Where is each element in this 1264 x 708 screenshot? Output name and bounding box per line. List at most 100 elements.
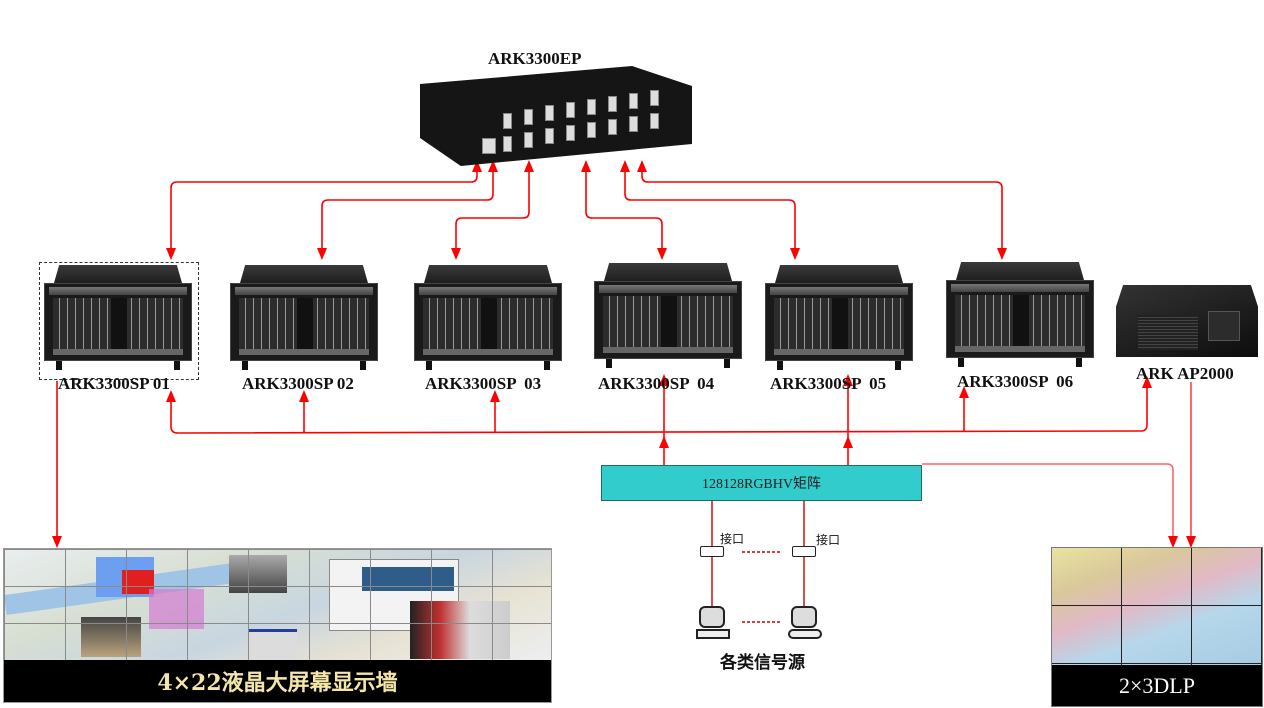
rail [53, 349, 183, 355]
chassis-front [946, 280, 1094, 358]
computer-icon[interactable] [788, 606, 822, 640]
foot [958, 358, 964, 367]
arrowhead [52, 536, 62, 548]
foot [544, 361, 550, 370]
bezel-grid [1052, 548, 1262, 665]
rail [239, 349, 369, 355]
bezel-grid [4, 549, 551, 660]
interface-label: 接口 [720, 532, 745, 546]
dlp-wall[interactable]: 2×3DLP [1051, 547, 1263, 707]
arrowhead [317, 248, 327, 260]
port [629, 93, 638, 109]
port [524, 132, 533, 148]
arrowhead [790, 248, 800, 260]
chassis-front [230, 283, 378, 361]
arrowhead [657, 248, 667, 260]
port [545, 105, 554, 121]
foot [56, 361, 62, 370]
port [566, 125, 575, 141]
brand-strip [770, 287, 908, 295]
arrowhead [659, 436, 669, 448]
front-panel [1208, 311, 1240, 341]
sub-processor-sp04[interactable] [594, 263, 742, 368]
sub-processor-sp02[interactable] [230, 265, 378, 370]
rail [603, 347, 733, 353]
brand-strip [599, 285, 737, 293]
sub-processor-sp05[interactable] [765, 265, 913, 370]
foot [426, 361, 432, 370]
signal-sources-label: 各类信号源 [720, 653, 805, 673]
port [629, 116, 638, 132]
rail [955, 346, 1085, 352]
port [608, 119, 617, 135]
rgbhv-matrix[interactable]: 128128RGBHV矩阵 [601, 465, 922, 501]
lcd-video-wall[interactable]: 4×22液晶大屏幕显示墙 [3, 548, 552, 703]
arrowhead [451, 248, 461, 260]
chassis-front [594, 281, 742, 359]
sub-processor-sp06[interactable] [946, 262, 1094, 367]
sub-processor-label: ARK3300SP 04 [598, 374, 715, 393]
core-processor-ark3300ep[interactable] [420, 66, 692, 166]
chassis-front [765, 283, 913, 361]
sub-processor-label: ARK3300SP 06 [957, 372, 1074, 391]
foot [724, 359, 730, 368]
wire-ep-sp03 [455, 168, 530, 252]
monitor [791, 606, 817, 628]
controller-ark-ap2000[interactable] [1116, 285, 1258, 357]
port [587, 122, 596, 138]
brand-strip [951, 284, 1089, 292]
arrowhead [166, 248, 176, 260]
wire-ep-sp05 [624, 168, 796, 252]
control-card [481, 298, 497, 352]
sub-processor-label: ARK3300SP 03 [425, 374, 542, 393]
sub-processor-label: ARK3300SP 01 [58, 374, 170, 393]
foot [895, 361, 901, 370]
lcd-wall-caption: 4×22液晶大屏幕显示墙 [4, 660, 551, 702]
arrowhead [843, 436, 853, 448]
dlp-wall-caption: 2×3DLP [1052, 665, 1262, 706]
port [650, 113, 659, 129]
control-card [1013, 295, 1029, 349]
foot [242, 361, 248, 370]
port [608, 96, 617, 112]
chassis-top [956, 262, 1084, 280]
sub-processor-sp01[interactable] [44, 265, 192, 370]
wire-ep-sp01 [170, 168, 478, 252]
matrix-label: 128128RGBHV矩阵 [701, 477, 821, 492]
computer-icon[interactable] [696, 606, 730, 640]
interface-label: 接口 [816, 533, 841, 547]
selection-box [39, 262, 199, 380]
port [650, 90, 659, 106]
power-panel [482, 138, 496, 154]
port [503, 136, 512, 152]
foot [360, 361, 366, 370]
monitor [699, 606, 725, 628]
interface-box-icon[interactable] [792, 546, 816, 557]
chassis-top [424, 265, 552, 283]
port [587, 99, 596, 115]
foot [606, 359, 612, 368]
port [503, 113, 512, 129]
control-card [297, 298, 313, 352]
foot [777, 361, 783, 370]
front-grill [1138, 315, 1198, 350]
wire-matrix-dlp [922, 463, 1174, 540]
keyboard [696, 629, 730, 639]
chassis-front [44, 283, 192, 361]
chassis-top [775, 265, 903, 283]
sub-processor-label: ARK3300SP 05 [770, 374, 887, 393]
interface-box-icon[interactable] [700, 546, 724, 557]
rail [774, 349, 904, 355]
sub-processor-label: ARK3300SP 02 [242, 374, 354, 393]
wire-ep-sp02 [321, 168, 494, 252]
brand-strip [419, 287, 557, 295]
chassis-top [604, 263, 732, 281]
core-processor-label: ARK3300EP [488, 49, 582, 68]
sub-processor-sp03[interactable] [414, 265, 562, 370]
control-card [832, 298, 848, 352]
rail [423, 349, 553, 355]
control-card [111, 298, 127, 352]
keyboard [788, 629, 822, 639]
foot [1076, 358, 1082, 367]
arrowhead [997, 248, 1007, 260]
